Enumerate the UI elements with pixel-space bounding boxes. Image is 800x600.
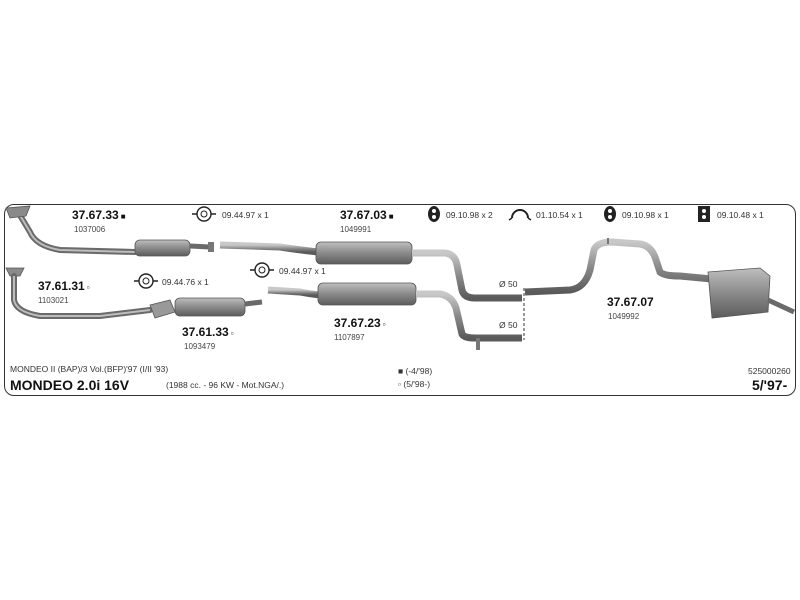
diameter-label: Ø 50: [499, 320, 518, 330]
rubber-mount-icon: [698, 206, 710, 222]
intermediate-pipe-lower: [267, 282, 522, 350]
legend-open: ▫ (5/'98-): [398, 379, 431, 389]
part-ref: 1049992: [608, 312, 640, 321]
rubber-hanger-icon: [428, 206, 440, 222]
part-number-37-67-03: 37.67.03■: [340, 208, 394, 222]
gasket-icon: [192, 206, 216, 222]
front-pipe-lower: [5, 267, 263, 319]
date-range: 5/'97-: [752, 377, 788, 393]
part-number-37-67-23: 37.67.23▫: [334, 316, 386, 330]
legend-filled: ■ (-4/'98): [398, 366, 433, 376]
mount-label: 09.10.48 x 1: [717, 210, 764, 220]
gasket-icon: [134, 273, 158, 289]
hanger-label: 09.10.98 x 2: [446, 210, 493, 220]
rubber-hanger-icon: [604, 206, 616, 222]
catalog-number: 525000260: [748, 366, 791, 376]
part-number-37-61-33: 37.61.33▫: [182, 325, 234, 339]
part-number-37-67-33: 37.67.33■: [72, 208, 126, 222]
gasket-label: 09.44.97 x 1: [222, 210, 269, 220]
gasket-label: 09.44.97 x 1: [279, 266, 326, 276]
part-ref: 1037006: [74, 225, 106, 234]
clamp-icon: [508, 209, 532, 221]
rear-pipe-and-silencer: [524, 238, 796, 319]
gasket-icon: [250, 262, 274, 278]
front-pipe-upper: [5, 205, 214, 257]
part-ref: 1107897: [334, 333, 365, 342]
intermediate-pipe-upper: [219, 241, 522, 302]
hanger-label: 09.10.98 x 1: [622, 210, 669, 220]
part-ref: 1049991: [340, 225, 372, 234]
part-number-37-67-07: 37.67.07: [607, 295, 654, 309]
part-ref: 1103021: [38, 296, 69, 305]
model-title: MONDEO 2.0i 16V: [10, 377, 130, 393]
clamp-label: 01.10.54 x 1: [536, 210, 583, 220]
part-ref: 1093479: [184, 342, 216, 351]
model-line: MONDEO II (BAP)/3 Vol.(BFP)'97 (I/II '93…: [10, 364, 169, 374]
diameter-label: Ø 50: [499, 279, 518, 289]
engine-spec: (1988 cc. - 96 KW - Mot.NGA/.): [166, 380, 285, 390]
part-number-37-61-31: 37.61.31▫: [38, 279, 90, 293]
gasket-label: 09.44.76 x 1: [162, 277, 209, 287]
